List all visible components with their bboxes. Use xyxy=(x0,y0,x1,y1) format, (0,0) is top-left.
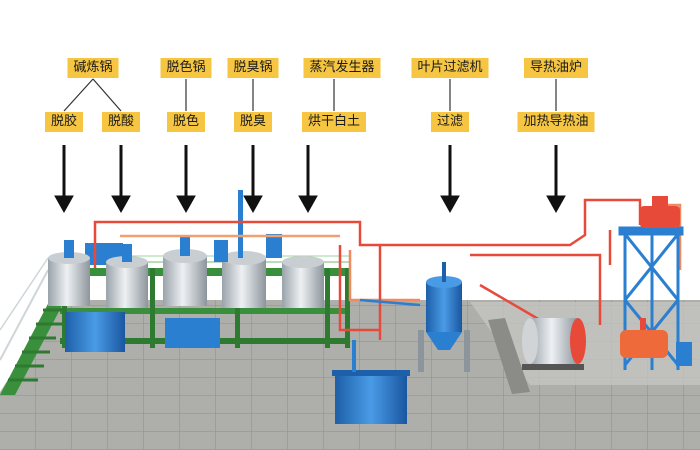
label-alkali-pot: 碱炼锅 xyxy=(67,58,119,78)
label-bleach: 脱色 xyxy=(166,112,206,132)
label-filter: 过滤 xyxy=(430,112,470,132)
pipe-network xyxy=(93,198,682,340)
steel-tank-2 xyxy=(106,244,148,308)
concrete-trough xyxy=(488,318,530,394)
label-deodor-pot: 脱臭锅 xyxy=(227,58,279,78)
steel-tank-5 xyxy=(266,234,324,308)
steel-tank-1 xyxy=(48,240,90,306)
steel-tank-4 xyxy=(214,190,266,308)
thermal-oil-boiler xyxy=(522,318,586,370)
label-deacid: 脱酸 xyxy=(101,112,141,132)
label-leaf-filter: 叶片过滤机 xyxy=(411,58,489,78)
blue-base-tank xyxy=(65,312,125,352)
label-degum: 脱胶 xyxy=(44,112,84,132)
tower-top-tank xyxy=(640,206,680,228)
tower-base-drum xyxy=(676,342,692,366)
label-deodor: 脱臭 xyxy=(233,112,273,132)
staircase xyxy=(0,257,66,395)
label-oil-furnace: 导热油炉 xyxy=(523,58,589,78)
label-heat-oil: 加热导热油 xyxy=(517,112,595,132)
steel-tank-3 xyxy=(163,236,207,306)
leaf-filter-machine xyxy=(418,262,470,372)
label-steam-generator: 蒸汽发生器 xyxy=(303,58,381,78)
expansion-tank xyxy=(620,318,668,358)
blue-base-tank xyxy=(165,318,220,348)
blue-sump-tank xyxy=(332,340,410,424)
tower-cap xyxy=(652,196,668,206)
label-bleach-pot: 脱色锅 xyxy=(160,58,212,78)
label-dry-clay: 烘干白土 xyxy=(301,112,367,132)
